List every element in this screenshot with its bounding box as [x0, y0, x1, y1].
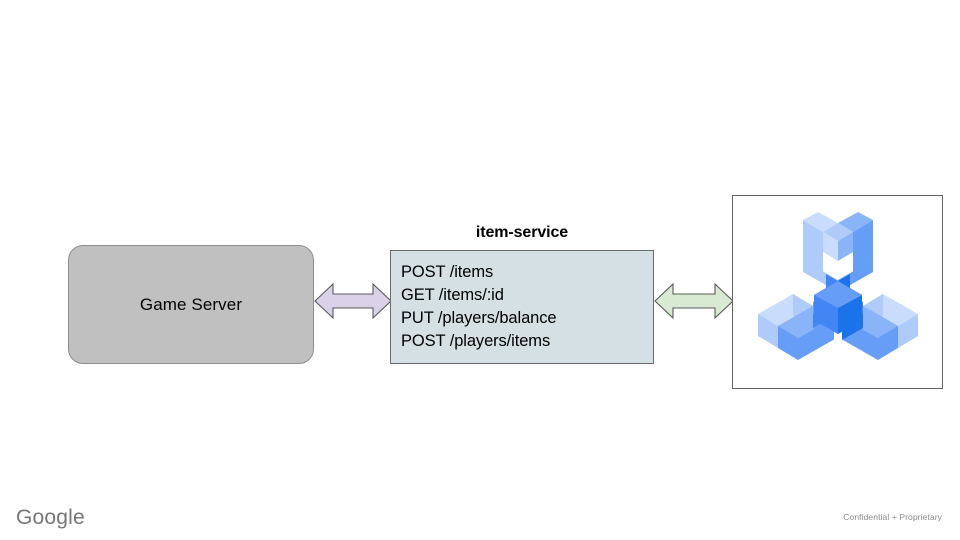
item-service-title: item-service	[475, 224, 569, 241]
node-game-server[interactable]: Game Server	[68, 245, 314, 364]
google-wordmark: Google	[16, 506, 85, 529]
endpoint-list: POST /items GET /items/:id PUT /players/…	[401, 261, 653, 353]
confidentiality-note: Confidential + Proprietary	[843, 512, 942, 522]
cloud-spanner-icon	[757, 212, 918, 360]
endpoint-item: GET /items/:id	[401, 286, 504, 304]
endpoint-item: POST /players/items	[401, 332, 551, 350]
game-server-label: Game Server	[139, 294, 243, 314]
node-spanner-panel[interactable]	[732, 195, 943, 389]
endpoint-item: PUT /players/balance	[401, 309, 557, 327]
endpoint-item: POST /items	[401, 263, 494, 281]
connector-game-server-to-item-service[interactable]	[314, 277, 392, 325]
node-item-service[interactable]: POST /items GET /items/:id PUT /players/…	[390, 250, 654, 364]
double-headed-arrow-icon	[314, 282, 392, 320]
connector-item-service-to-spanner[interactable]	[654, 277, 734, 325]
double-headed-arrow-icon	[654, 282, 734, 320]
